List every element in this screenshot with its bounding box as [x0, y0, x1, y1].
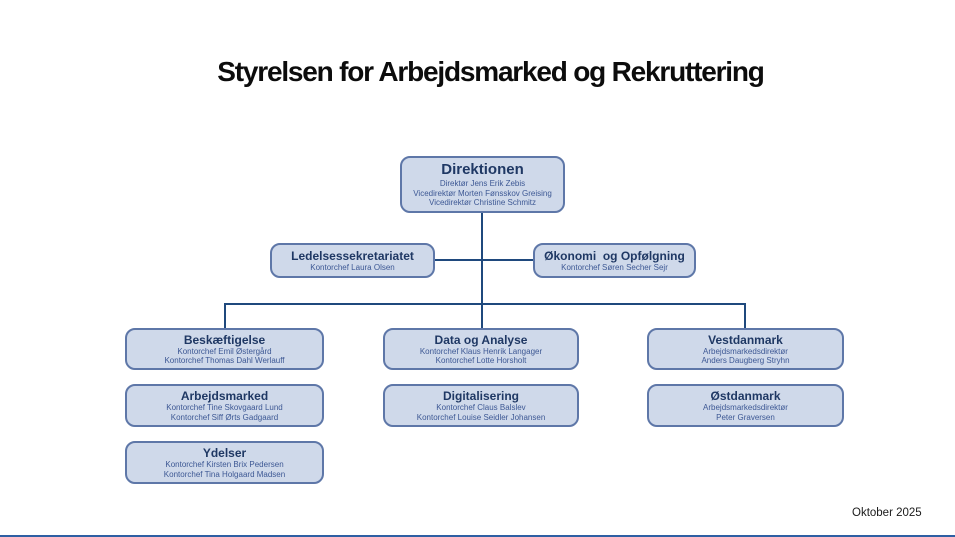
org-node-subline: Anders Daugberg Stryhn: [701, 356, 790, 365]
org-node-title: Beskæftigelse: [183, 332, 266, 347]
org-node-subline: Kontorchef Kirsten Brix Pedersen: [165, 460, 284, 469]
org-node-subline: Arbejdsmarkedsdirektør: [703, 403, 788, 412]
connector-stub-right: [744, 303, 746, 329]
org-node-subline: Kontorchef Klaus Henrik Langager: [419, 346, 543, 356]
org-node-vestdanmark: Vestdanmark Arbejdsmarkedsdirektør Ander…: [647, 328, 844, 370]
org-node-subline: Kontorchef Siff Ørts Gadgaard: [170, 412, 279, 422]
bottom-divider: [0, 535, 955, 537]
org-node-subline: Vicedirektør Christine Schmitz: [429, 198, 536, 208]
org-node-subline: Kontorchef Claus Balslev: [436, 403, 526, 412]
org-node-subline: Peter Graversen: [716, 412, 775, 422]
org-node-title: Direktionen: [441, 161, 524, 179]
org-node-title: Ydelser: [202, 446, 247, 460]
org-node-ydelser: Ydelser Kontorchef Kirsten Brix Pedersen…: [125, 441, 324, 484]
connector-trunk: [481, 212, 483, 328]
org-node-data-og-analyse: Data og Analyse Kontorchef Klaus Henrik …: [383, 328, 579, 370]
org-node-title: Digitalisering: [442, 389, 519, 403]
org-node-subline: Vicedirektør Morten Fønsskov Greising: [413, 188, 552, 198]
connector-row2-horizontal: [435, 259, 533, 261]
org-node-title: Data og Analyse: [434, 332, 528, 347]
org-node-subline: Kontorchef Tine Skovgaard Lund: [166, 403, 283, 412]
org-node-subline: Kontorchef Louise Seidler Johansen: [416, 412, 546, 422]
org-node-title: Vestdanmark: [708, 332, 783, 347]
org-node-subline: Kontorchef Thomas Dahl Werlauff: [164, 356, 285, 365]
org-node-beskaeftigelse: Beskæftigelse Kontorchef Emil Østergård …: [125, 328, 324, 370]
org-node-subline: Direktør Jens Erik Zebis: [439, 179, 526, 189]
org-node-direktionen: Direktionen Direktør Jens Erik Zebis Vic…: [400, 156, 565, 213]
org-node-ledelsessekretariatet: Ledelsessekretariatet Kontorchef Laura O…: [270, 243, 435, 278]
org-node-title: Ledelsessekretariatet: [291, 248, 414, 263]
org-node-title: Økonomi og Opfølgning: [544, 248, 685, 263]
org-node-title: Arbejdsmarked: [180, 389, 269, 403]
page-title: Styrelsen for Arbejdsmarked og Rekrutter…: [217, 56, 765, 87]
org-node-subline: Kontorchef Tina Holgaard Madsen: [163, 469, 286, 479]
org-node-title: Østdanmark: [710, 389, 781, 403]
date-label: Oktober 2025: [852, 507, 922, 519]
org-node-subline: Kontorchef Emil Østergård: [177, 346, 272, 356]
org-node-subline: Kontorchef Lotte Horsholt: [435, 356, 527, 365]
org-node-subline: Kontorchef Søren Secher Sejr: [561, 262, 668, 272]
org-node-subline: Arbejdsmarkedsdirektør: [703, 346, 788, 356]
org-node-arbejdsmarked: Arbejdsmarked Kontorchef Tine Skovgaard …: [125, 384, 324, 427]
org-node-subline: Kontorchef Laura Olsen: [310, 262, 395, 272]
connector-stub-left: [224, 303, 226, 329]
connector-branch-horizontal: [224, 303, 746, 305]
org-node-ostdanmark: Østdanmark Arbejdsmarkedsdirektør Peter …: [647, 384, 844, 427]
org-node-digitalisering: Digitalisering Kontorchef Claus Balslev …: [383, 384, 579, 427]
org-node-okonomi-og-opfolgning: Økonomi og Opfølgning Kontorchef Søren S…: [533, 243, 696, 278]
